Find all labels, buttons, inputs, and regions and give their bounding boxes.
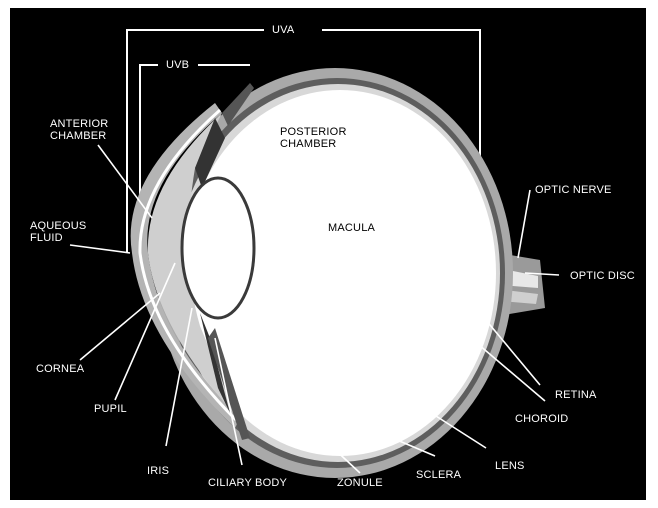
diagram-frame: UVA UVB ANTERIOR CHAMBER POSTERIOR CHAMB…	[10, 8, 646, 500]
zonule-label: ZONULE	[337, 477, 383, 489]
retina-label: RETINA	[555, 389, 597, 401]
pupil-label: PUPIL	[94, 403, 127, 415]
cornea-label: CORNEA	[36, 363, 84, 375]
optic-nerve-label: OPTIC NERVE	[535, 184, 612, 196]
choroid-label: CHOROID	[515, 413, 568, 425]
eye-cross-section	[10, 8, 646, 500]
anterior-chamber-label: ANTERIOR CHAMBER	[50, 118, 108, 142]
ciliary-body-label: CILIARY BODY	[208, 477, 287, 489]
aqueous-fluid-label: AQUEOUS FLUID	[30, 220, 86, 244]
sclera-label: SCLERA	[416, 469, 461, 481]
uvb-label: UVB	[162, 59, 193, 71]
optic-disc-label: OPTIC DISC	[570, 270, 635, 282]
iris-label: IRIS	[147, 465, 169, 477]
uva-label: UVA	[268, 24, 298, 36]
posterior-chamber-label: POSTERIOR CHAMBER	[280, 126, 347, 150]
macula-label: MACULA	[328, 222, 375, 234]
lens-shape	[182, 178, 254, 318]
lens-label: LENS	[495, 460, 525, 472]
